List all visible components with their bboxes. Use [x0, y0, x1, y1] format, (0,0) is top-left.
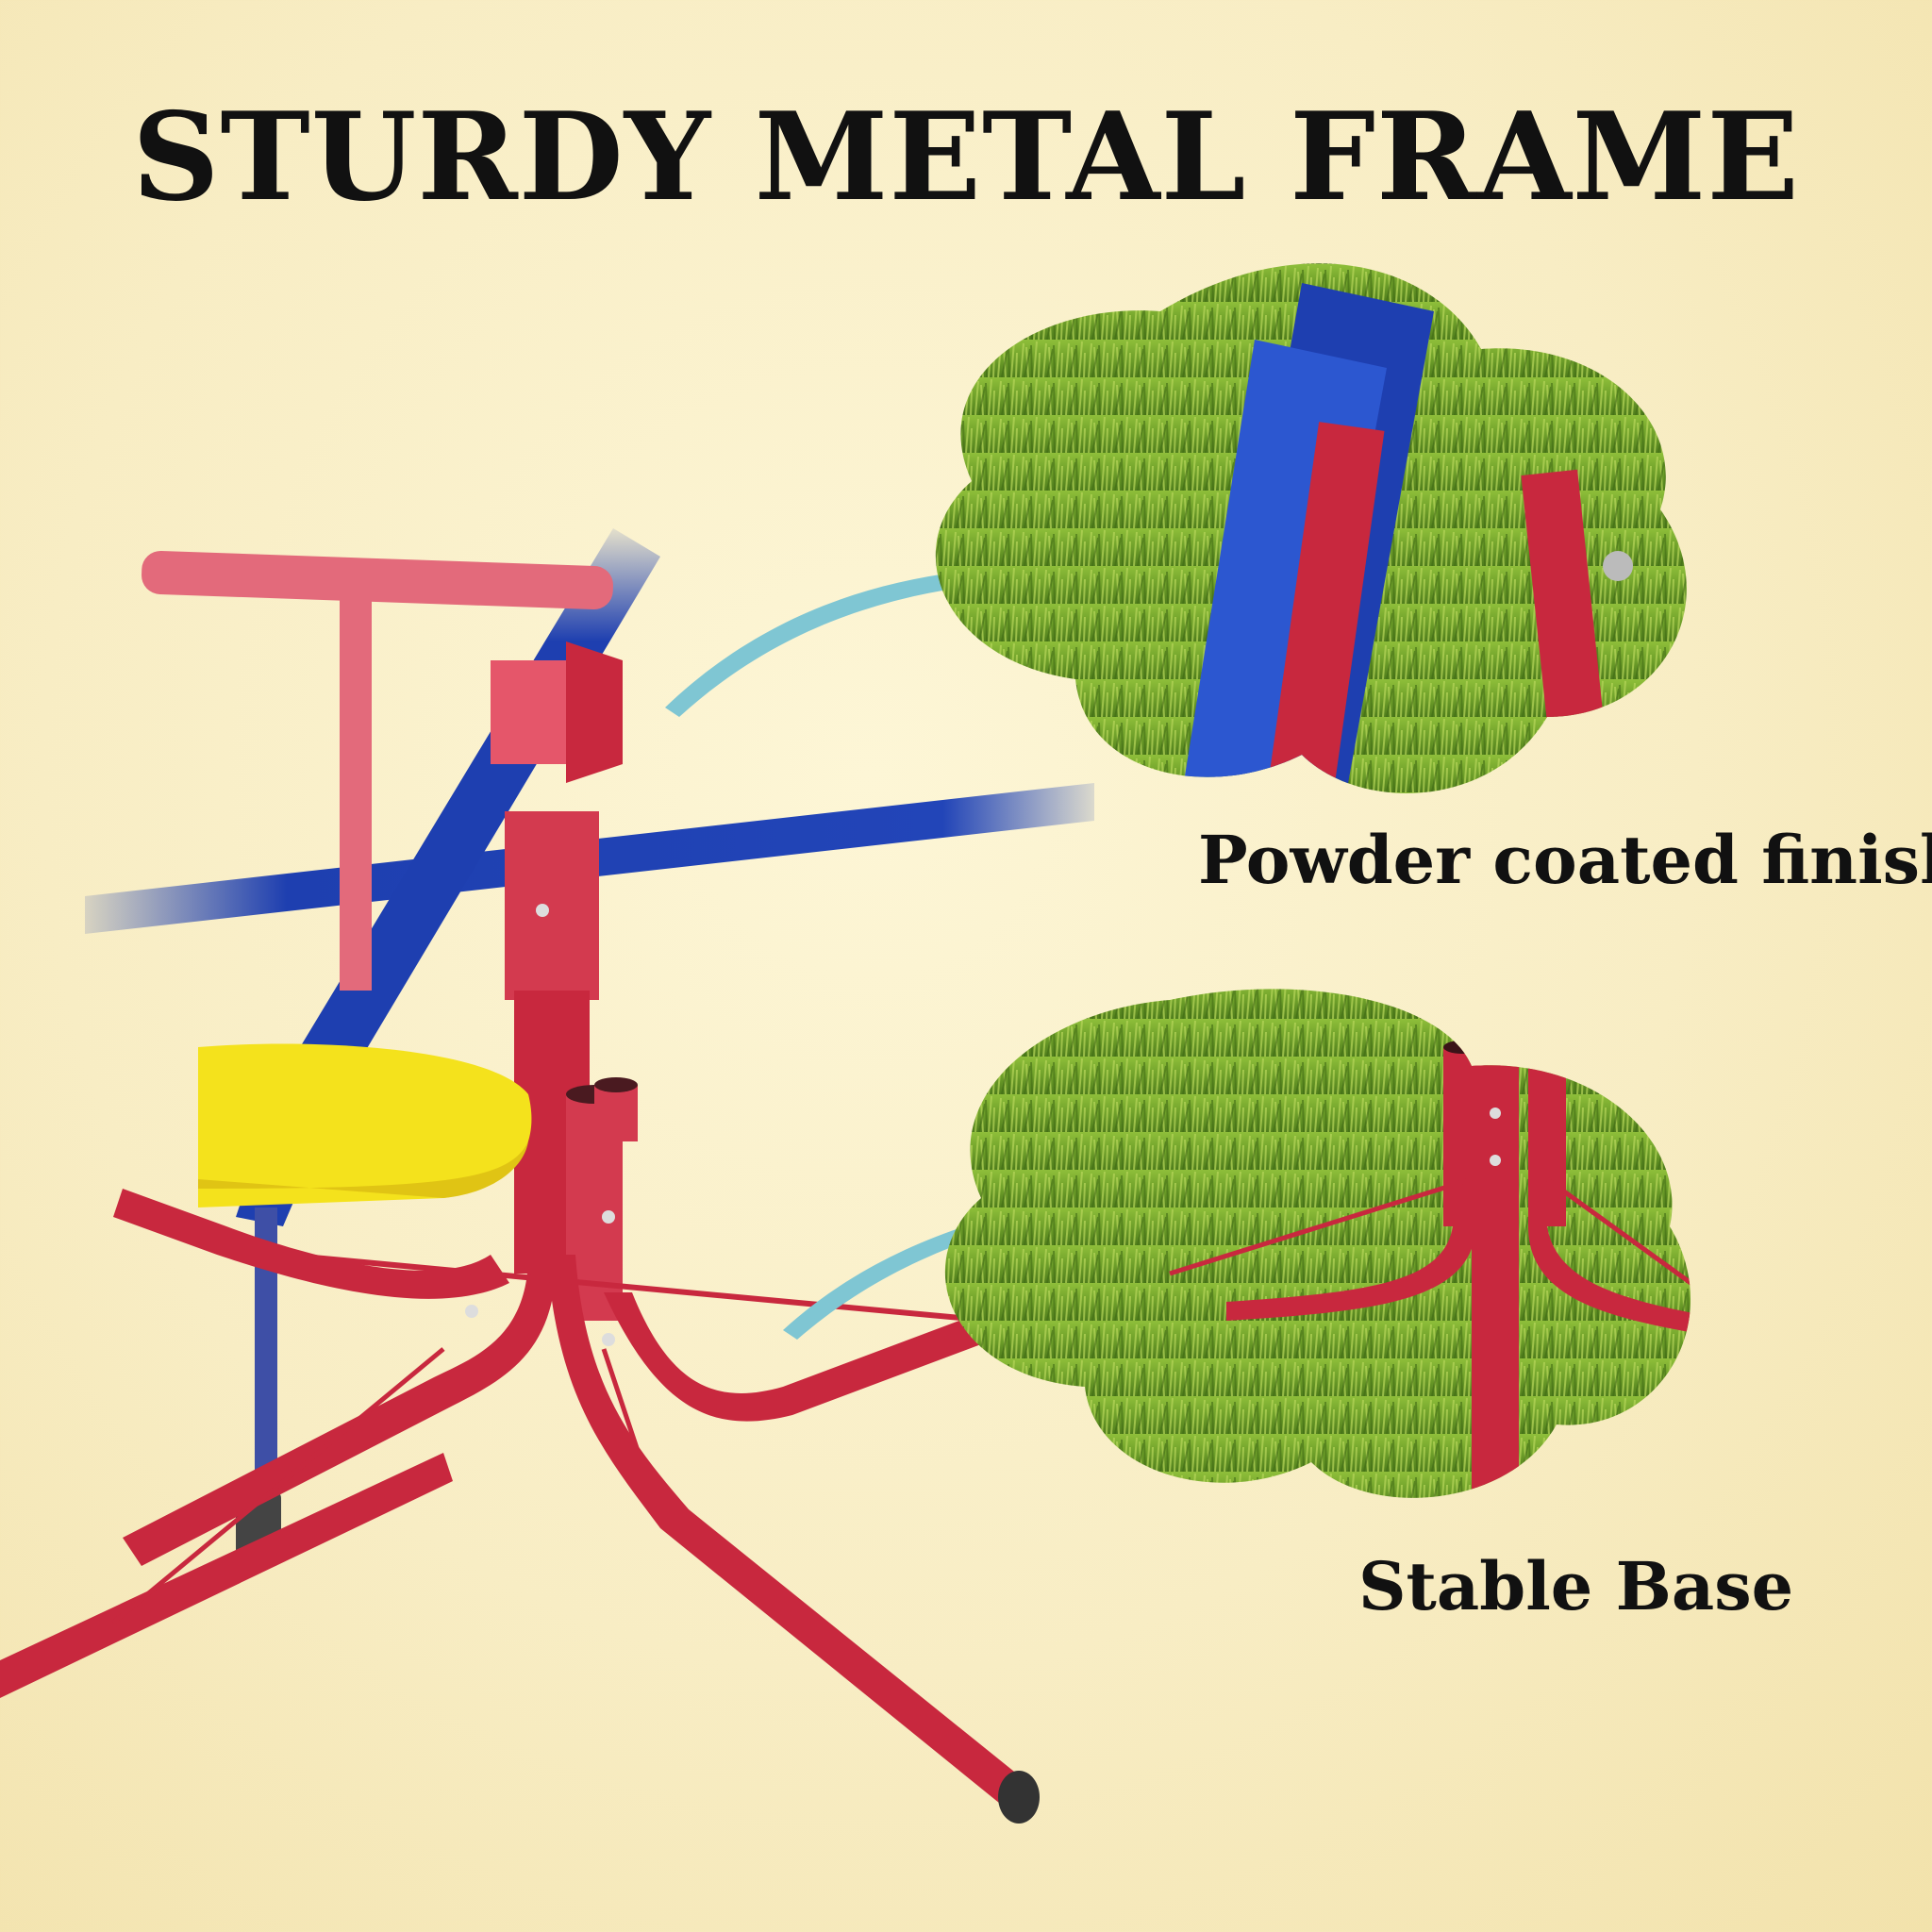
headline: STURDY METAL FRAME — [132, 87, 1800, 228]
finish-closeup-image — [935, 263, 1687, 793]
seesaw-frame — [0, 528, 1170, 1824]
base-closeup-image — [944, 989, 1691, 1498]
callout-label-base: Stable Base — [1358, 1547, 1794, 1625]
callout-label-finish: Powder coated finish — [1198, 821, 1932, 899]
